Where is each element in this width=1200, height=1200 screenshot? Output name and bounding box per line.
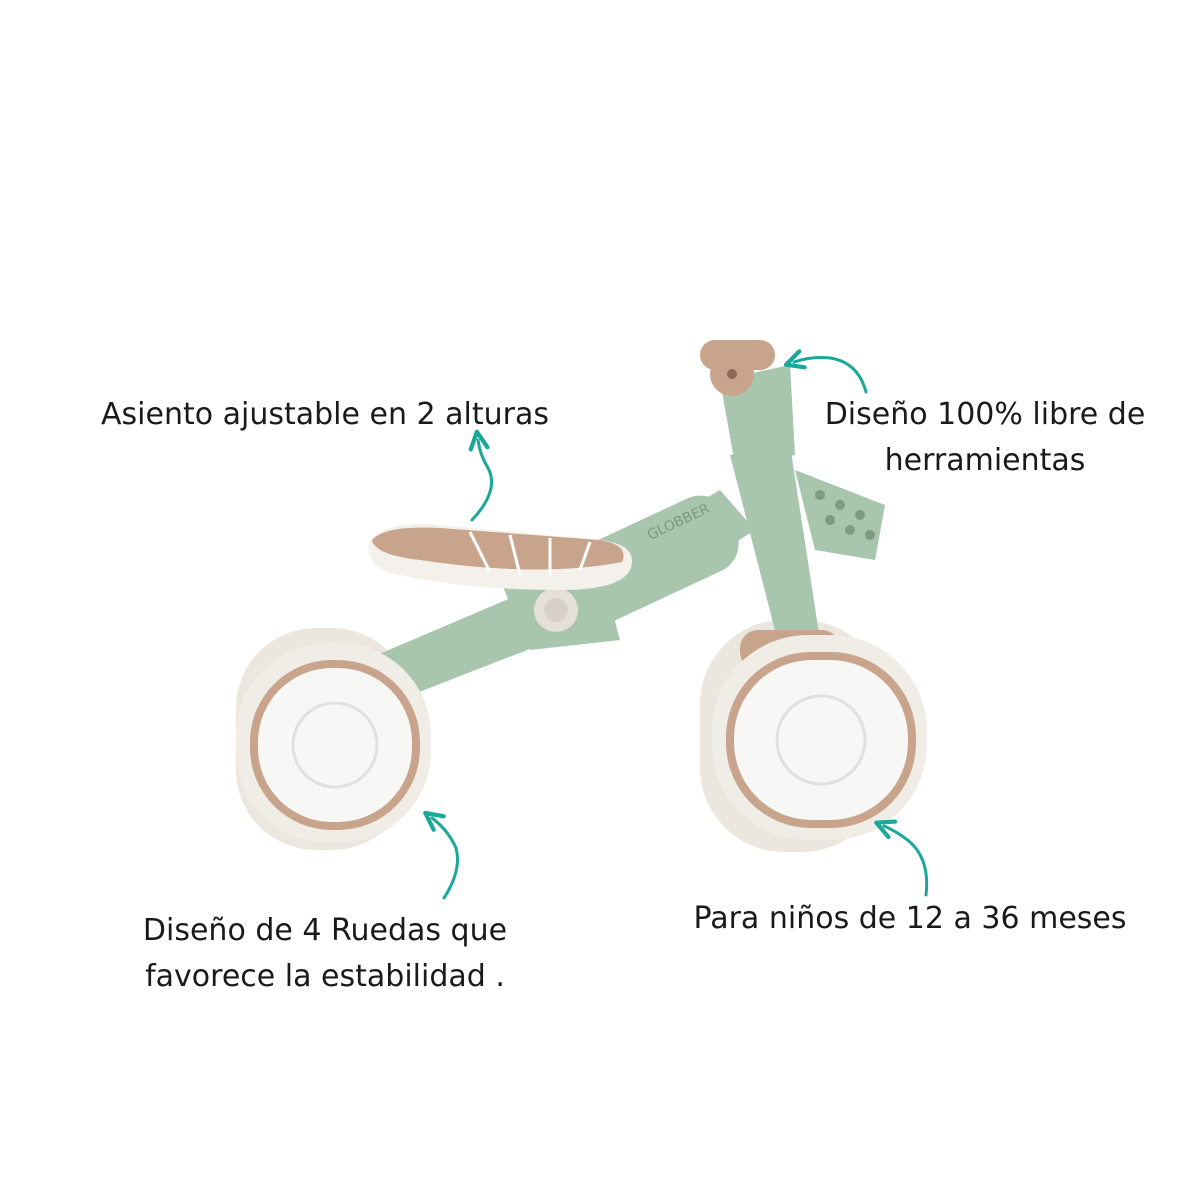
- curved-arrow-icon: [783, 349, 868, 394]
- front-basket: [795, 470, 885, 560]
- curved-arrow-icon: [423, 810, 459, 900]
- wheels-callout-line1: Diseño de 4 Ruedas que: [142, 913, 508, 948]
- age-callout-line1: Para niños de 12 a 36 meses: [693, 901, 1127, 936]
- tools-callout-line2: herramientas: [884, 443, 1086, 478]
- wheels-callout-line2: favorece la estabilidad .: [145, 959, 505, 994]
- seat-callout-line1: Asiento ajustable en 2 alturas: [101, 397, 549, 432]
- wheels-callout: Diseño de 4 Ruedas que favorece la estab…: [100, 908, 550, 1000]
- seat-callout: Asiento ajustable en 2 alturas: [60, 392, 590, 438]
- age-callout: Para niños de 12 a 36 meses: [660, 896, 1160, 942]
- rear-wheel: [236, 643, 431, 843]
- tools-callout-line1: Diseño 100% libre de: [824, 397, 1146, 432]
- front-wheel: [712, 635, 927, 840]
- handlebar: [700, 340, 775, 396]
- seat: [368, 524, 632, 590]
- curved-arrow-icon: [468, 429, 493, 522]
- tools-callout: Diseño 100% libre de herramientas: [800, 392, 1170, 484]
- curved-arrow-icon: [874, 819, 929, 897]
